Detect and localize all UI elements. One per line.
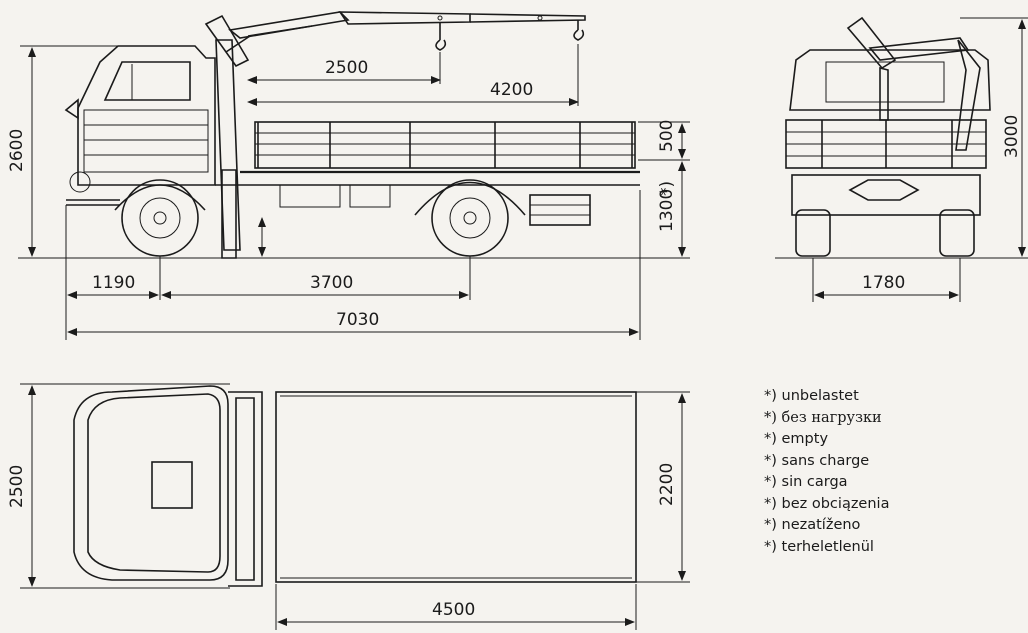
front-wheel <box>114 179 206 257</box>
dim-label-height-rear: 3000 <box>1002 115 1022 158</box>
legend-item: *) empty <box>764 431 829 447</box>
legend-item: *) sans charge <box>764 452 870 469</box>
cargo-platform-side <box>240 121 640 174</box>
dim-label-wheelbase: 3700 <box>310 273 353 293</box>
legend-item: *) terheletlenül <box>764 538 874 555</box>
dim-label-crane-reach-short: 2500 <box>325 58 368 78</box>
cab-side <box>64 45 216 206</box>
side-view: 2500 4200 2600 500 1300 *) 1190 3700 703… <box>7 11 690 340</box>
dim-label-platform-height-marker: *) <box>657 181 677 196</box>
legend-item: *) unbelastet <box>764 388 859 404</box>
dim-label-platform-width: 2200 <box>657 463 677 506</box>
legend-item: *) bez obciązenia <box>764 495 890 512</box>
legend-item: *) sin carga <box>764 474 848 490</box>
legend-item: *) nezatíženo <box>764 517 861 533</box>
dim-label-overall-width: 2500 <box>7 465 27 508</box>
dim-label-side-board-height: 500 <box>657 120 677 152</box>
dim-label-front-overhang: 1190 <box>92 273 135 293</box>
dim-label-crane-reach-long: 4200 <box>490 80 533 100</box>
legend-item: *) без нагрузки <box>764 409 882 426</box>
dim-label-track-width: 1780 <box>862 273 905 293</box>
rear-view: 3000 1780 <box>775 16 1028 302</box>
crane-boom <box>228 11 586 51</box>
dim-label-platform-height: 1300 <box>657 189 677 232</box>
rear-wheel <box>431 179 509 257</box>
crane-column <box>204 14 251 259</box>
chassis-side <box>215 181 640 226</box>
dim-label-overall-length: 7030 <box>336 310 379 330</box>
top-view: 2500 2200 4500 <box>7 383 690 630</box>
dim-label-platform-length: 4500 <box>432 600 475 620</box>
legend: *) unbelastet *) без нагрузки *) empty *… <box>764 386 889 558</box>
dim-label-overall-height: 2600 <box>7 129 27 172</box>
